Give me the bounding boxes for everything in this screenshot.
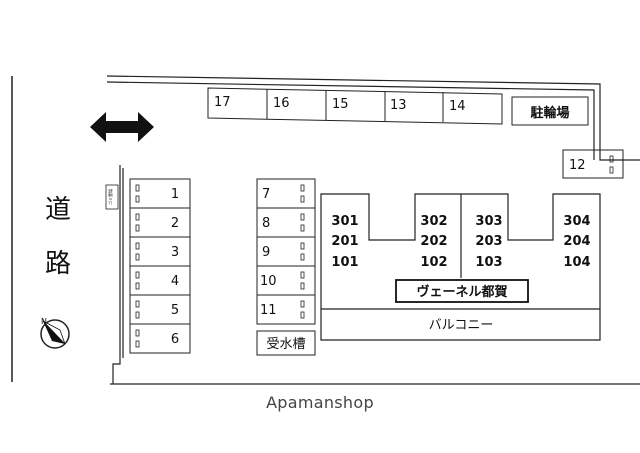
unit-301: 301 xyxy=(331,214,358,229)
parking-space-11: 11 xyxy=(260,303,277,318)
unit-303: 303 xyxy=(475,214,502,229)
road-label-char-2: 路 xyxy=(44,249,71,279)
water-tank-label: 受水槽 xyxy=(266,337,305,352)
parking-left-labels: 1 2 3 4 5 6 xyxy=(171,187,179,347)
parking-space-9: 9 xyxy=(262,245,270,260)
balcony-label: バルコニー xyxy=(429,318,494,333)
building-outline xyxy=(320,193,601,341)
unit-204: 204 xyxy=(563,234,590,249)
parking-space-12: 12 xyxy=(569,158,586,173)
unit-201: 201 xyxy=(331,234,358,249)
bicycle-parking-label: 駐輪場 xyxy=(530,105,569,121)
unit-302: 302 xyxy=(420,214,447,229)
unit-104: 104 xyxy=(563,255,590,270)
unit-102: 102 xyxy=(420,255,447,270)
parking-space-14: 14 xyxy=(449,99,466,114)
building-name: ヴェーネル都賀 xyxy=(416,284,507,300)
unit-203: 203 xyxy=(475,234,502,249)
parking-column-mid xyxy=(256,178,316,325)
north-compass-icon: N xyxy=(40,317,70,349)
parking-space-16: 16 xyxy=(273,96,290,111)
small-sign-text: ゴミ置場 xyxy=(107,189,113,205)
parking-left-stops xyxy=(135,184,140,348)
parking-space-2: 2 xyxy=(171,216,179,231)
parking-column-left xyxy=(129,178,191,354)
water-tank-box xyxy=(256,330,316,356)
road-label-char-1: 道 xyxy=(44,195,71,225)
parking-space-12-box xyxy=(562,149,624,179)
parking-row-top xyxy=(207,87,503,125)
parking-space-10: 10 xyxy=(260,274,277,289)
parking-space-13: 13 xyxy=(390,98,407,113)
small-sign-box xyxy=(105,184,119,210)
compass-label: N xyxy=(41,317,47,326)
parking-mid-stops xyxy=(300,184,305,319)
parking-space-1: 1 xyxy=(171,187,179,202)
bicycle-parking-box xyxy=(511,96,589,126)
parking-mid-labels: 7 8 9 10 11 xyxy=(260,187,277,318)
parking-space-6: 6 xyxy=(171,332,179,347)
parking-space-8: 8 xyxy=(262,216,270,231)
parking-space-5: 5 xyxy=(171,303,179,318)
apamanshop-watermark: Apamanshop xyxy=(266,393,374,412)
unit-103: 103 xyxy=(475,255,502,270)
unit-202: 202 xyxy=(420,234,447,249)
parking-space-15: 15 xyxy=(332,97,349,112)
unit-101: 101 xyxy=(331,255,358,270)
parking-space-7: 7 xyxy=(262,187,270,202)
parking-space-17: 17 xyxy=(214,95,231,110)
building-name-box xyxy=(395,279,529,303)
unit-numbers: 301 201 101 302 202 102 303 203 103 304 … xyxy=(331,214,590,270)
entrance-arrow-icon xyxy=(90,112,154,142)
parking-top-labels: 17 16 15 13 14 xyxy=(214,95,466,114)
wheel-stop xyxy=(609,166,614,174)
parking-space-3: 3 xyxy=(171,245,179,260)
site-boundary xyxy=(106,75,640,385)
wheel-stop xyxy=(609,155,614,163)
unit-304: 304 xyxy=(563,214,590,229)
parking-space-4: 4 xyxy=(171,274,179,289)
